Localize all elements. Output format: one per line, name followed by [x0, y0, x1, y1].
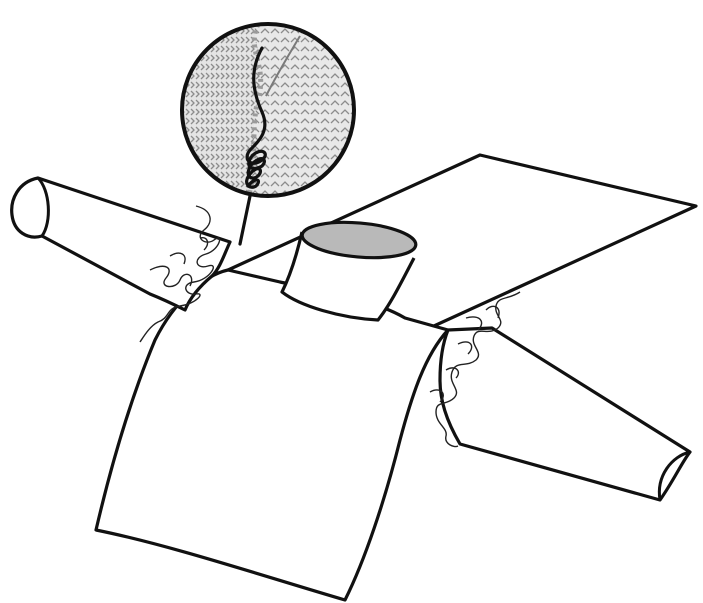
left-sleeve: [12, 178, 230, 310]
body-front-panel: [96, 270, 448, 600]
magnifier-pointer: [240, 196, 250, 244]
right-sleeve: [440, 328, 690, 500]
